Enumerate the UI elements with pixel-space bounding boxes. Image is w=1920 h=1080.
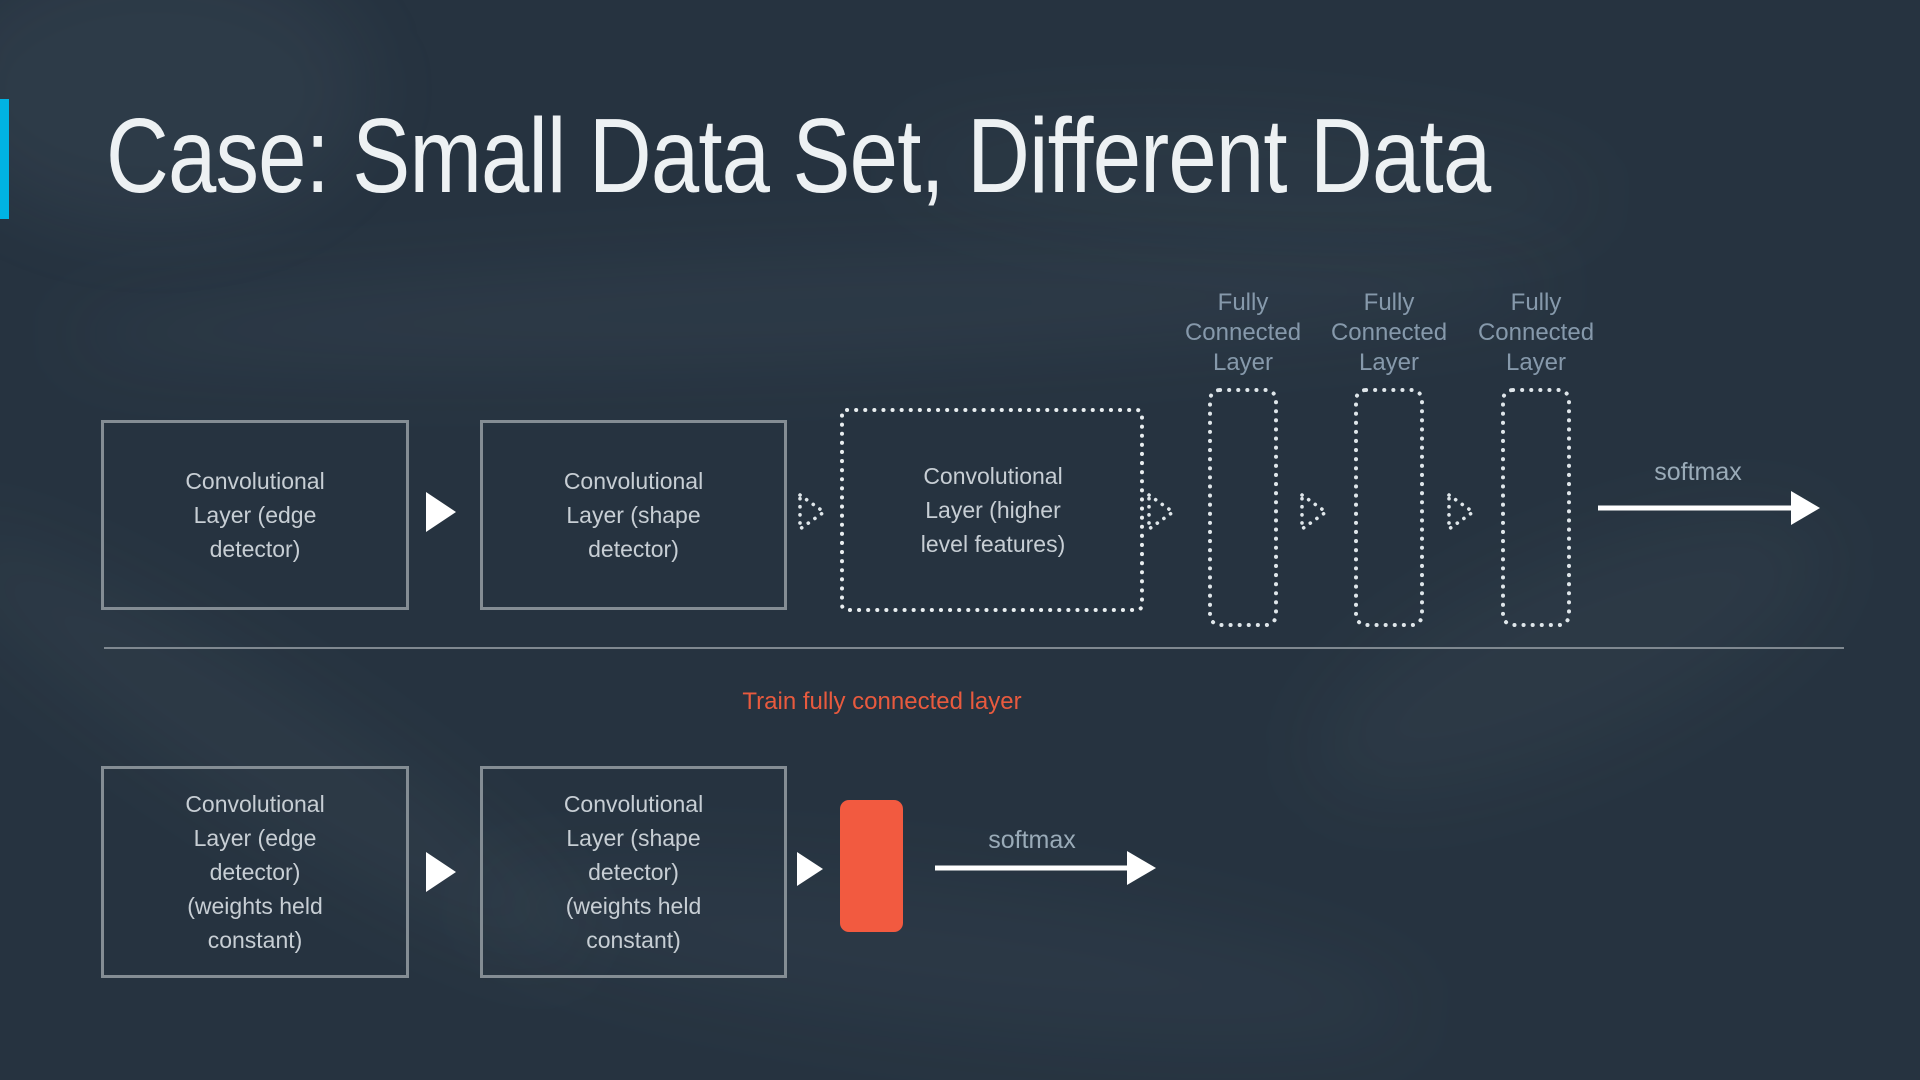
dotted-arrow-right-icon bbox=[1300, 493, 1328, 531]
conv-layer-higher-box bbox=[840, 408, 1144, 612]
conv-layer-shape-box: Convolutional Layer (shape detector) bbox=[480, 420, 787, 610]
conv-layer-higher-label: Convolutional Layer (higher level featur… bbox=[920, 463, 1066, 557]
softmax-arrow-icon bbox=[935, 851, 1156, 885]
dotted-arrow-right-icon bbox=[1147, 493, 1175, 531]
dotted-arrow-right-icon bbox=[798, 493, 826, 531]
dotted-arrow-right-icon bbox=[1447, 493, 1475, 531]
conv-layer-shape-frozen-box: Convolutional Layer (shape detector) (we… bbox=[480, 766, 787, 978]
conv-layer-shape-label: Convolutional Layer (shape detector) bbox=[563, 468, 704, 562]
conv-layer-edge-frozen-box: Convolutional Layer (edge detector) (wei… bbox=[101, 766, 409, 978]
fully-connected-label: Fully Connected Layer bbox=[1477, 289, 1595, 376]
conv-layer-edge-frozen-label: Convolutional Layer (edge detector) (wei… bbox=[185, 791, 325, 953]
fully-connected-box bbox=[1501, 388, 1571, 627]
softmax-label: softmax bbox=[1654, 458, 1742, 486]
fully-connected-label: Fully Connected Layer bbox=[1184, 289, 1302, 376]
section-divider bbox=[104, 647, 1844, 649]
softmax-label: softmax bbox=[988, 826, 1076, 854]
fully-connected-box bbox=[1208, 388, 1278, 627]
arrow-right-icon bbox=[426, 852, 456, 892]
conv-layer-edge-box: Convolutional Layer (edge detector) bbox=[101, 420, 409, 610]
page-title: Case: Small Data Set, Different Data bbox=[106, 97, 1491, 215]
fully-connected-box bbox=[1354, 388, 1424, 627]
train-annotation: Train fully connected layer bbox=[742, 688, 1022, 715]
softmax-arrow-icon bbox=[1598, 491, 1820, 525]
conv-layer-shape-frozen-label: Convolutional Layer (shape detector) (we… bbox=[563, 791, 704, 953]
fully-connected-label: Fully Connected Layer bbox=[1330, 289, 1448, 376]
accent-bar bbox=[0, 99, 9, 219]
trainable-fc-block bbox=[840, 800, 903, 932]
conv-layer-edge-label: Convolutional Layer (edge detector) bbox=[185, 468, 325, 562]
arrow-right-icon bbox=[426, 492, 456, 532]
arrow-right-icon bbox=[797, 852, 823, 886]
